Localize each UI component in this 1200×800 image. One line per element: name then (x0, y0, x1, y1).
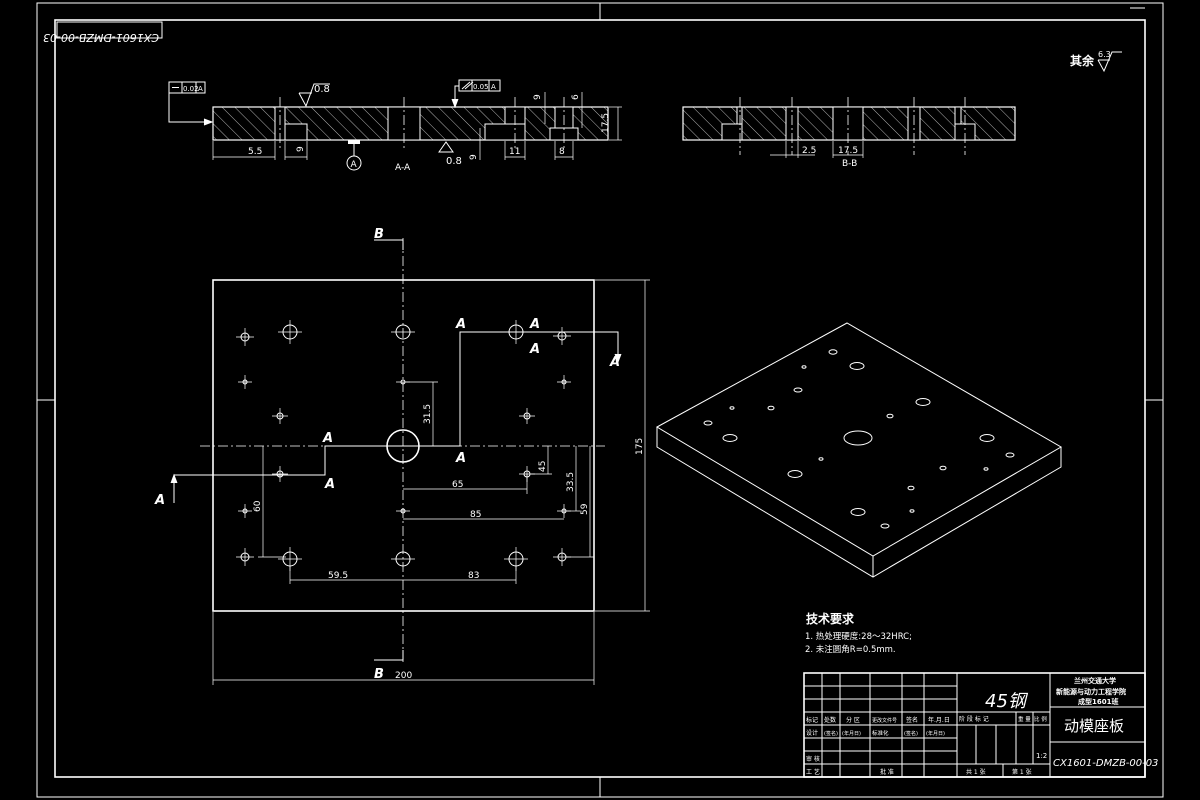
dim-175: 175 (635, 438, 645, 455)
flatness-tolerance: 0.02 (183, 85, 199, 93)
tb-drawing-number: CX1601-DMZB-00-03 (1053, 758, 1158, 769)
title-block: 标记 处数 分 区 更改文件号 签名 年.月.日 设计 (签名) (年月日) 标… (803, 672, 1158, 778)
tb-standard-sign: (签名) (904, 730, 918, 737)
tb-part-name: 动模座板 (1064, 717, 1124, 735)
dim-85: 85 (470, 510, 481, 520)
dim-aa-17-5: 17.5 (601, 113, 611, 133)
parallel-datum: A (491, 83, 496, 91)
tech-req-title: 技术要求 (806, 611, 855, 626)
tb-school-line3: 成型1601班 (1078, 697, 1118, 706)
tb-standard-label: 标准化 (872, 729, 889, 737)
flatness-datum: A (198, 85, 203, 93)
drawing-frame (36, 2, 1164, 798)
dim-45: 45 (538, 461, 548, 472)
datum-a-symbol: A (351, 160, 358, 170)
roughness-top-value: 0.8 (314, 84, 330, 95)
section-aa-view: 0.02 A 0.05 A 0.8 0.8 A A-A 5.5 (168, 79, 622, 173)
tb-scale-label: 比 例 (1034, 715, 1047, 723)
dim-33-5: 33.5 (566, 472, 576, 492)
tb-header-count: 处数 (824, 716, 836, 724)
dim-aa-11: 11 (509, 147, 520, 157)
tb-design-label: 设计 (806, 729, 818, 737)
rotated-drawing-number: CX1601-DMZB-00-03 (43, 31, 159, 44)
dim-aa-6: 6 (571, 94, 581, 100)
dim-aa-8: 8 (559, 147, 565, 157)
tb-stage-label: 阶 段 标 记 (959, 715, 989, 723)
tb-header-mark: 标记 (806, 716, 818, 724)
tb-school-line2: 新能源与动力工程学院 (1056, 687, 1126, 696)
roughness-bottom-value: 0.8 (446, 156, 462, 167)
tb-scale-value: 1:2 (1036, 752, 1047, 760)
cut-b-top: B (374, 227, 384, 242)
cut-a-6: A (529, 317, 540, 332)
cut-a-5: A (455, 317, 466, 332)
dim-aa-5-5: 5.5 (248, 147, 262, 157)
cut-a-1: A (154, 493, 165, 508)
surface-finish-label: 其余 (1070, 53, 1095, 68)
tb-header-date: 年.月.日 (928, 716, 950, 724)
dim-bb-17-5: 17.5 (838, 146, 858, 156)
technical-requirements: 技术要求 1. 热处理硬度:28～32HRC; 2. 未注圆角R=0.5mm. (805, 611, 912, 655)
surface-finish-note: 其余 6.3 (1070, 50, 1122, 73)
cut-a-2: A (322, 431, 333, 446)
tech-req-item-1: 1. 热处理硬度:28～32HRC; (805, 631, 912, 642)
tb-approve-label: 批 准 (880, 768, 894, 776)
dim-60: 60 (253, 500, 263, 512)
tb-sheets-total: 共 1 张 (966, 768, 986, 776)
rotated-drawing-number-box: CX1601-DMZB-00-03 (43, 21, 163, 44)
dim-bb-2-5: 2.5 (802, 146, 816, 156)
dim-200: 200 (395, 671, 412, 681)
tech-req-item-2: 2. 未注圆角R=0.5mm. (805, 644, 896, 655)
tb-school-line1: 兰州交通大学 (1074, 676, 1116, 685)
dim-59-5: 59.5 (328, 571, 348, 581)
plan-dimensions: 31.5 65 45 85 33.5 59 60 59.5 83 (212, 279, 650, 685)
isometric-view (655, 322, 1062, 578)
cut-a-4: A (455, 451, 466, 466)
tb-standard-date: (年月日) (926, 730, 945, 737)
section-aa-label: A-A (395, 163, 411, 173)
tb-header-file: 更改文件号 (872, 717, 897, 724)
section-bb-label: B-B (842, 159, 857, 169)
dim-aa-9b: 9 (469, 154, 479, 160)
tb-review-label: 审 核 (806, 755, 820, 763)
section-cut-markers: B B A A A A A A A A (154, 227, 622, 682)
cut-b-bottom: B (374, 667, 384, 682)
dim-aa-9a: 9 (533, 94, 543, 100)
hole-centre-marks (236, 320, 571, 571)
surface-finish-value: 6.3 (1098, 50, 1111, 59)
tb-design-sign: (签名) (824, 730, 838, 737)
dim-59: 59 (580, 503, 590, 515)
tb-process-label: 工 艺 (806, 768, 820, 776)
plan-view: B B A A A A A A A A 31.5 65 45 (154, 227, 650, 685)
tb-header-zone: 分 区 (846, 716, 860, 724)
tb-sheet-no: 第 1 张 (1012, 768, 1032, 776)
tb-header-sign: 签名 (906, 716, 918, 724)
tb-material: 45钢 (985, 691, 1029, 712)
dim-aa-9c: 9 (296, 146, 306, 152)
tb-design-date: (年月日) (842, 730, 861, 737)
cut-a-8: A (609, 355, 620, 370)
dim-65: 65 (452, 480, 463, 490)
dim-83: 83 (468, 571, 479, 581)
cut-a-3: A (324, 477, 335, 492)
tb-weight-label: 重 量 (1018, 715, 1031, 723)
dim-31-5: 31.5 (423, 404, 433, 424)
parallel-tolerance: 0.05 (473, 83, 489, 91)
section-bb-view: 2.5 17.5 B-B (682, 97, 1016, 169)
cut-a-7: A (529, 342, 540, 357)
